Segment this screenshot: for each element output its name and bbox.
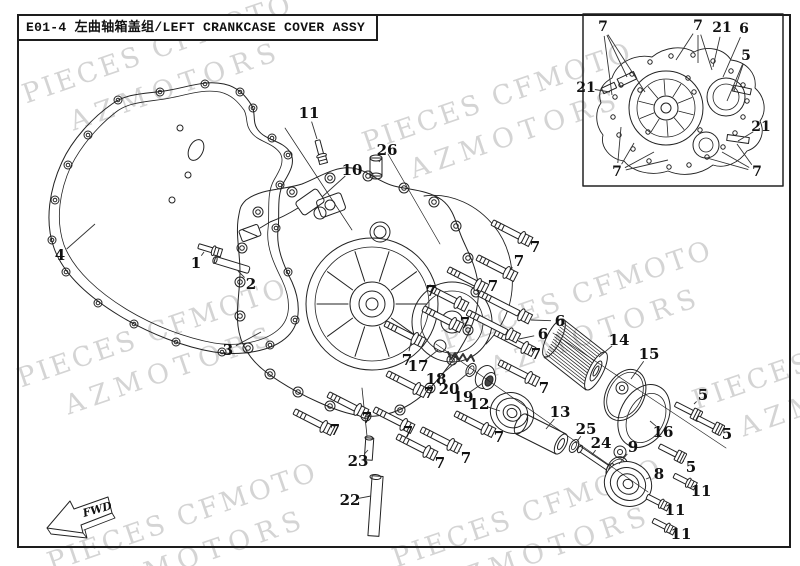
callout-16: 16 [652,423,674,441]
detent-and-bearing-parts [433,339,535,434]
inset-callout-7: 7 [752,164,762,180]
inset-callout-5: 5 [741,48,751,64]
plug-part [369,154,383,180]
callout-7: 7 [459,314,471,332]
inset-assembled-view [582,13,784,187]
callout-7: 7 [423,384,435,402]
inset-callout-7: 7 [598,19,608,35]
callout-12: 12 [468,395,490,413]
gasket-bolt-holes [47,79,300,357]
inset-callout-21: 21 [712,20,732,36]
callout-19: 19 [452,388,474,406]
callout-7: 7 [329,421,341,439]
callout-7: 7 [530,345,542,363]
diagram-title: E01-4 左曲轴箱盖组/LEFT CRANKCASE COVER ASSY [26,20,366,35]
inset-callout-6: 6 [739,21,749,37]
callout-11: 11 [690,482,712,500]
callout-8: 8 [653,465,665,483]
assembly-lines [284,127,727,493]
callout-9: 9 [627,438,639,456]
callout-4: 4 [54,246,66,264]
fwd-arrow: FWD [46,496,116,539]
callout-7: 7 [425,282,437,300]
callout-24: 24 [590,434,612,452]
inset-callout-7: 7 [612,164,622,180]
callout-14: 14 [608,331,630,349]
callout-7: 7 [513,252,525,270]
callout-1: 1 [190,254,202,272]
callout-23: 23 [347,452,369,470]
callout-5: 5 [721,425,733,443]
callout-6: 6 [537,325,549,343]
callout-13: 13 [549,403,571,421]
callout-15: 15 [638,345,660,363]
callout-10: 10 [341,161,363,179]
callout-5: 5 [697,386,709,404]
title-block: E01-4 左曲轴箱盖组/LEFT CRANKCASE COVER ASSY [17,14,378,41]
callout-7: 7 [529,238,541,256]
callout-3: 3 [222,341,234,359]
cover-ribs [316,251,428,357]
callout-26: 26 [376,141,398,159]
callout-7: 7 [493,428,505,446]
callout-7: 7 [361,409,373,427]
inset-cover-ribs [638,79,694,137]
callout-7: 7 [401,351,413,369]
callout-11: 11 [670,525,692,543]
callout-2: 2 [245,275,257,293]
callout-6: 6 [554,312,566,330]
rear-cover-outline [423,194,513,345]
callout-11: 11 [664,501,686,519]
inset-callout-21: 21 [576,80,596,96]
callout-5: 5 [685,458,697,476]
callout-11: 11 [298,104,320,122]
callout-7: 7 [402,423,414,441]
callout-22: 22 [339,491,361,509]
inset-callout-21: 21 [751,119,771,135]
callout-17: 17 [407,357,429,375]
callout-20: 20 [438,380,460,398]
gasket-part [47,79,300,357]
sensor-part [238,188,327,242]
inset-callout-7: 7 [693,18,703,34]
callout-18: 18 [425,370,447,388]
spacer-part [212,256,251,274]
callout-7: 7 [434,454,446,472]
callout-7: 7 [487,277,499,295]
callout-7: 7 [538,379,550,397]
callout-25: 25 [575,420,597,438]
callout-7: 7 [460,449,472,467]
